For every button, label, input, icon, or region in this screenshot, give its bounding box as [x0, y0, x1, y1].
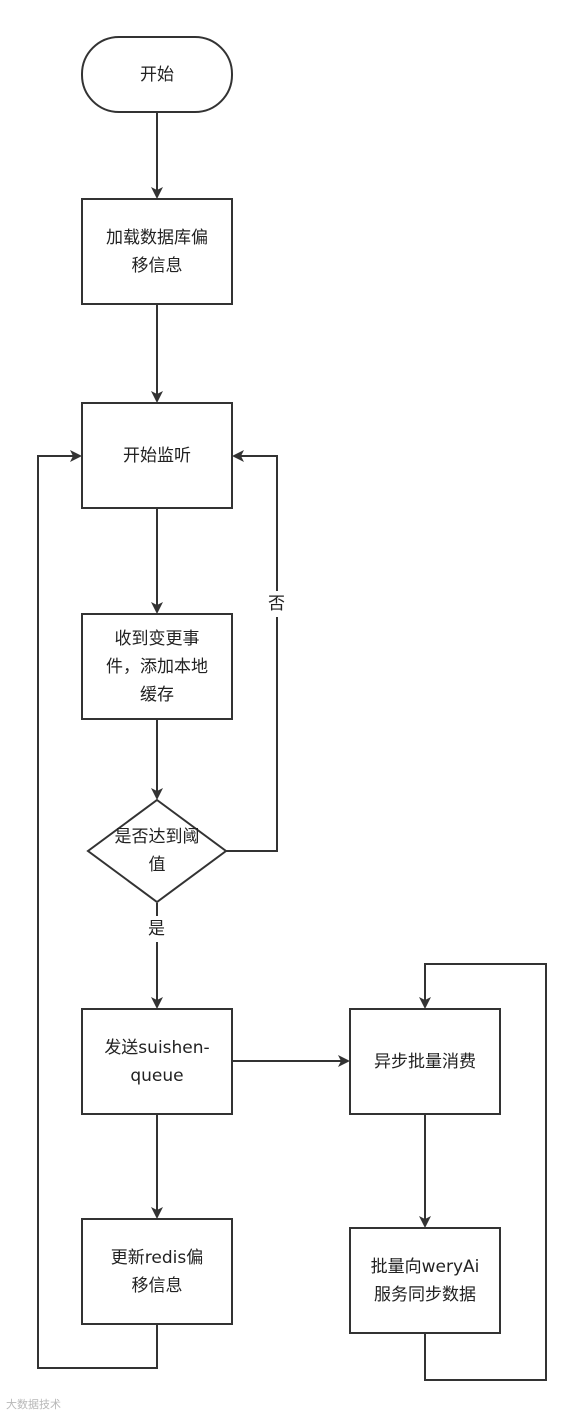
receive-event-node: 收到变更事 件，添加本地 缓存 — [82, 614, 232, 719]
update-redis-node: 更新redis偏 移信息 — [82, 1219, 232, 1324]
start-listen-label: 开始监听 — [123, 445, 191, 466]
load-offset-label: 加载数据库偏 移信息 — [106, 227, 208, 276]
sync-weryai-node: 批量向weryAi 服务同步数据 — [350, 1228, 500, 1333]
edge-sync-loop-to-async — [419, 963, 547, 1381]
sync-weryai-label: 批量向weryAi 服务同步数据 — [370, 1256, 480, 1305]
update-redis-box — [81, 1218, 233, 1325]
async-consume-label: 异步批量消费 — [374, 1051, 476, 1072]
edge-threshold-no-loop — [226, 450, 278, 852]
load-offset-node: 加载数据库偏 移信息 — [82, 199, 232, 304]
async-consume-box — [349, 1008, 501, 1115]
start-terminal-shape — [81, 36, 233, 113]
load-offset-box — [81, 198, 233, 305]
threshold-label: 是否达到阈 值 — [114, 827, 200, 875]
receive-event-label: 收到变更事 件，添加本地 缓存 — [106, 628, 208, 705]
watermark: 大数据技术 — [6, 1398, 61, 1411]
async-consume-node: 异步批量消费 — [350, 1009, 500, 1114]
update-redis-label: 更新redis偏 移信息 — [110, 1247, 204, 1296]
send-queue-label: 发送suishen- queue — [104, 1037, 210, 1086]
edge-label-yes: 是 — [148, 916, 165, 942]
receive-event-box — [81, 613, 233, 720]
start-node: 开始 — [82, 37, 232, 112]
start-listen-node: 开始监听 — [82, 403, 232, 508]
threshold-decision-shape — [86, 798, 228, 904]
edge-label-no: 否 — [268, 591, 285, 617]
threshold-decision-node: 是否达到阈 值 — [88, 800, 226, 902]
sync-weryai-box — [349, 1227, 501, 1334]
start-listen-box — [81, 402, 233, 509]
send-queue-box — [81, 1008, 233, 1115]
start-label: 开始 — [140, 64, 174, 85]
send-queue-node: 发送suishen- queue — [82, 1009, 232, 1114]
edge-redis-loop-to-listen — [37, 450, 158, 1369]
